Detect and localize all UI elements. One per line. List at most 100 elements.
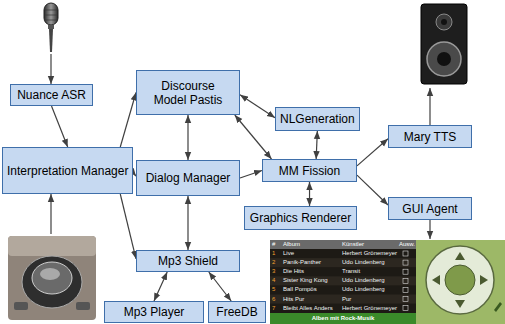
component-box: Interpretation Manager <box>2 147 133 194</box>
table-cell: Bleibt Alles Anders <box>283 305 333 312</box>
component-name: GUI Agent <box>402 202 457 216</box>
component-name: Discourse Model Pastis <box>146 79 230 107</box>
console-highlight <box>8 236 96 256</box>
speaker-woofer-center <box>437 52 451 66</box>
output-arrow <box>429 220 430 239</box>
component-box: Mary TTS <box>388 125 472 148</box>
flow-arrow <box>240 95 275 118</box>
console-surface <box>8 236 96 320</box>
table-cell: Pur <box>342 296 351 303</box>
mic-grille <box>45 20 57 21</box>
controller-knob <box>32 262 72 294</box>
flow-arrow <box>120 93 136 148</box>
gui-screenshot <box>270 240 505 324</box>
component-name: Mp3 Player <box>124 305 185 319</box>
table-header: Künstler <box>342 241 364 248</box>
checkbox-column <box>403 251 408 311</box>
table-cell: Die Hits <box>283 268 304 275</box>
flow-arrow <box>357 175 388 205</box>
flow-arrow <box>120 194 136 259</box>
component-name: FreeDB <box>216 305 257 319</box>
component-box: NLGeneration <box>275 107 360 131</box>
table-row-stripe <box>270 276 416 285</box>
console-button <box>76 302 90 310</box>
component-name: Graphics Renderer <box>250 211 351 225</box>
flow-arrow <box>209 272 231 301</box>
component-box: Mp3 Shield <box>136 250 240 272</box>
table-cell: 6 <box>272 296 275 303</box>
flow-arrow <box>187 196 188 250</box>
control-wheel <box>426 246 494 314</box>
table-cell: Panik-Panther <box>283 259 321 266</box>
flow-arrow <box>309 182 310 206</box>
speaker-tweeter-center <box>441 19 447 25</box>
output-arrow <box>429 88 430 125</box>
mic-ring <box>48 25 54 29</box>
table-cell: Herbert Grönemeyer <box>342 305 397 312</box>
flow-arrow <box>154 272 167 301</box>
footer-caption: Alben mit Rock-Musik <box>270 315 416 322</box>
table-cell: Transit <box>342 268 360 275</box>
speaker-tweeter <box>436 14 452 30</box>
mic-grille <box>45 15 58 16</box>
component-box: Mp3 Player <box>104 301 204 323</box>
controller-photo <box>8 236 96 320</box>
flow-arrow <box>357 139 388 166</box>
control-down <box>455 300 465 308</box>
speaker-cabinet <box>421 4 467 84</box>
table-cell: 1 <box>272 250 275 257</box>
mic-head <box>44 3 58 25</box>
control-up <box>455 252 465 260</box>
control-panel <box>416 240 505 324</box>
mic-grille <box>45 10 57 11</box>
table-cell: 3 <box>272 268 275 275</box>
table-header-row <box>270 240 416 249</box>
table-row-stripe <box>270 295 416 304</box>
component-box: Discourse Model Pastis <box>136 70 240 115</box>
flow-arrow <box>240 171 262 179</box>
knob-shine <box>40 268 60 280</box>
control-right <box>480 275 488 285</box>
control-left <box>432 275 440 285</box>
component-box: GUI Agent <box>388 197 472 220</box>
component-box: Graphics Renderer <box>244 206 357 230</box>
table-cell: 5 <box>272 286 275 293</box>
console-button <box>14 302 28 310</box>
table-header: # <box>272 241 275 248</box>
speaker-icon <box>421 4 467 84</box>
component-box: MM Fission <box>262 159 357 182</box>
speaker-woofer <box>427 42 461 76</box>
flow-arrow <box>52 106 68 147</box>
component-name: Mp3 Shield <box>158 254 218 268</box>
component-box: Dialog Manager <box>136 160 240 196</box>
checkbox <box>403 260 408 265</box>
table-cell: Herbert Grönemeyer <box>342 250 397 257</box>
mic-stem <box>49 29 53 52</box>
screen-ground <box>270 240 505 324</box>
table-footer-bar <box>270 313 416 324</box>
table-cell: Udo Lindenberg <box>342 259 385 266</box>
table-cell: Hits Pur <box>283 296 304 303</box>
checkbox <box>403 287 408 292</box>
table-cell: 4 <box>272 277 275 284</box>
checkbox <box>403 306 408 311</box>
component-name: Nuance ASR <box>17 88 86 102</box>
flow-arrow <box>187 115 188 160</box>
component-name: MM Fission <box>279 164 340 178</box>
component-name: Mary TTS <box>404 130 456 144</box>
table-cell: Live <box>283 250 294 257</box>
component-name: NLGeneration <box>280 112 355 126</box>
microphone-icon <box>44 3 58 52</box>
checkbox <box>403 251 408 256</box>
input-arrow <box>50 194 51 234</box>
checkbox <box>403 278 408 283</box>
component-name: Interpretation Manager <box>7 164 128 178</box>
table-cell: Udo Lindenberg <box>342 277 385 284</box>
table-header: Ausw. <box>399 241 415 248</box>
control-center <box>445 265 475 295</box>
control-handle <box>494 302 502 312</box>
component-box: FreeDB <box>208 301 266 323</box>
table-cell: 7 <box>272 305 275 312</box>
